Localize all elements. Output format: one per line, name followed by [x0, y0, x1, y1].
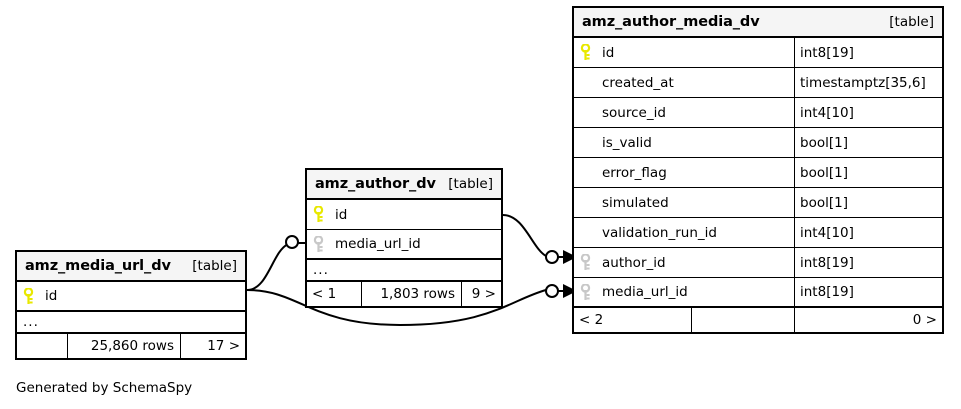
column-name: validation_run_id — [602, 224, 717, 241]
column-name-cell: is_valid — [596, 128, 794, 157]
footer-outgoing-count: 17 > — [180, 334, 245, 358]
table-type-tag: [table] — [192, 258, 237, 274]
table-row[interactable]: created_at timestamptz[35,6] — [574, 68, 942, 98]
table-row[interactable]: media_url_id — [307, 230, 501, 260]
column-type: bool[1] — [794, 158, 942, 187]
generated-by-caption: Generated by SchemaSpy — [16, 380, 193, 396]
footer-row-count: 25,860 rows — [67, 334, 180, 358]
column-type: bool[1] — [794, 128, 942, 157]
edge-marker-circle-author-dv — [285, 235, 299, 249]
column-name-cell: validation_run_id — [596, 218, 794, 247]
column-name-cell: created_at — [596, 68, 794, 97]
edge-marker-circle-media-url-id — [545, 284, 559, 298]
table-amz-author-media-dv[interactable]: amz_author_media_dv [table] id int8[19] … — [572, 6, 944, 334]
primary-key-icon — [574, 38, 596, 67]
column-name: error_flag — [602, 164, 667, 181]
column-name-cell: simulated — [596, 188, 794, 217]
table-row[interactable]: error_flag bool[1] — [574, 158, 942, 188]
table-row[interactable]: author_id int8[19] — [574, 248, 942, 278]
key-slot-empty — [574, 98, 596, 127]
footer-incoming-count: < 1 — [312, 286, 337, 302]
key-slot-empty — [574, 218, 596, 247]
foreign-key-icon — [574, 248, 596, 277]
table-row[interactable]: id int8[19] — [574, 38, 942, 68]
column-name: author_id — [602, 254, 666, 271]
edge-author-to-author-media — [502, 214, 547, 257]
table-row[interactable]: validation_run_id int4[10] — [574, 218, 942, 248]
column-type: int8[19] — [794, 38, 942, 67]
column-name: created_at — [602, 74, 674, 91]
column-name-cell: source_id — [596, 98, 794, 127]
table-title: amz_author_media_dv — [582, 14, 760, 30]
footer-row-count — [691, 308, 794, 332]
column-type: int8[19] — [794, 278, 942, 306]
table-footer-amz-author-media-dv: < 2 0 > — [574, 308, 942, 332]
column-type: timestamptz[35,6] — [794, 68, 942, 97]
table-amz-author-dv[interactable]: amz_author_dv [table] id — [305, 168, 503, 308]
edge-media-url-to-author — [246, 243, 289, 291]
column-name: media_url_id — [335, 236, 421, 252]
foreign-key-icon — [574, 278, 596, 306]
column-name: simulated — [602, 194, 669, 211]
column-type: int4[10] — [794, 218, 942, 247]
column-name: media_url_id — [602, 284, 688, 300]
column-name-cell: id — [39, 282, 245, 310]
more-columns-indicator[interactable]: ... — [307, 260, 501, 282]
table-type-tag: [table] — [448, 176, 493, 192]
column-name: is_valid — [602, 134, 652, 151]
key-slot-empty — [574, 128, 596, 157]
table-footer-amz-author-dv: < 1 1,803 rows 9 > — [307, 282, 501, 306]
column-name-cell: author_id — [596, 248, 794, 277]
key-slot-empty — [574, 158, 596, 187]
key-slot-empty — [574, 68, 596, 97]
table-row[interactable]: media_url_id int8[19] — [574, 278, 942, 308]
table-footer-amz-media-url-dv: 25,860 rows 17 > — [17, 334, 245, 358]
primary-key-icon — [17, 282, 39, 310]
table-title: amz_media_url_dv — [25, 258, 171, 274]
column-name-cell: error_flag — [596, 158, 794, 187]
column-name: id — [45, 288, 58, 304]
column-name-cell: id — [596, 38, 794, 67]
column-name-cell: media_url_id — [329, 230, 501, 258]
primary-key-icon — [307, 200, 329, 229]
table-row[interactable]: is_valid bool[1] — [574, 128, 942, 158]
table-header-amz-author-media-dv: amz_author_media_dv [table] — [574, 8, 942, 38]
footer-incoming-count: < 2 — [579, 312, 604, 328]
column-name: source_id — [602, 104, 666, 121]
footer-outgoing-count: 9 > — [461, 282, 501, 306]
table-header-amz-author-dv: amz_author_dv [table] — [307, 170, 501, 200]
foreign-key-icon — [307, 230, 329, 258]
column-name: id — [335, 206, 348, 223]
table-type-tag: [table] — [889, 14, 934, 30]
footer-outgoing-count: 0 > — [794, 308, 942, 332]
column-type: bool[1] — [794, 188, 942, 217]
column-name-cell: media_url_id — [596, 278, 794, 306]
table-row[interactable]: simulated bool[1] — [574, 188, 942, 218]
table-row[interactable]: source_id int4[10] — [574, 98, 942, 128]
column-name-cell: id — [329, 200, 501, 229]
table-title: amz_author_dv — [315, 176, 436, 192]
table-row[interactable]: id — [307, 200, 501, 230]
column-type: int4[10] — [794, 98, 942, 127]
column-name: id — [602, 44, 615, 61]
more-columns-indicator[interactable]: ... — [17, 312, 245, 334]
footer-row-count: 1,803 rows — [361, 282, 461, 306]
footer-incoming-count — [17, 334, 67, 358]
key-slot-empty — [574, 188, 596, 217]
table-row[interactable]: id — [17, 282, 245, 312]
table-header-amz-media-url-dv: amz_media_url_dv [table] — [17, 252, 245, 282]
edge-marker-circle-author-id — [545, 250, 559, 264]
column-type: int8[19] — [794, 248, 942, 277]
table-amz-media-url-dv[interactable]: amz_media_url_dv [table] id ... 25,860 r… — [15, 250, 247, 360]
